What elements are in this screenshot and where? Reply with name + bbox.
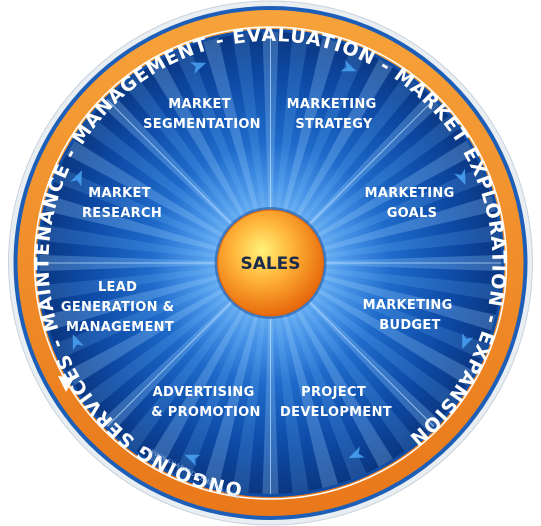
arrow-icon — [348, 446, 365, 459]
arrow-icon — [462, 332, 474, 350]
center-label: SALES — [240, 254, 300, 274]
segment-dividers — [39, 32, 502, 494]
segment-marketing-budget: MARKETING BUDGET — [363, 298, 458, 333]
inner-white-line — [33, 26, 508, 500]
segment-marketing-goals: MARKETING GOALS — [365, 186, 460, 221]
arrow-icon — [340, 60, 357, 72]
ring-arrow-icon — [58, 376, 74, 392]
segment-lead-generation: LEAD GENERATION & MANAGEMENT — [61, 280, 179, 335]
arrow-icon — [72, 334, 84, 351]
cycle-arrows — [70, 60, 474, 466]
segment-divider — [309, 301, 435, 427]
segment-market-segmentation: MARKET SEGMENTATION — [143, 97, 261, 132]
segment-divider — [309, 99, 435, 225]
segment-market-research: MARKET RESEARCH — [82, 186, 162, 221]
arrow-icon — [70, 170, 82, 187]
segment-labels: MARKET SEGMENTATION MARKETING STRATEGY M… — [61, 97, 460, 420]
segment-advertising-promotion: ADVERTISING & PROMOTION — [151, 385, 260, 420]
segment-divider — [106, 99, 232, 225]
arrow-icon — [454, 168, 466, 185]
arrow-icon — [190, 62, 207, 74]
arrow-icon — [184, 454, 201, 466]
segment-divider — [106, 301, 232, 427]
center-circle — [217, 209, 324, 317]
segment-marketing-strategy: MARKETING STRATEGY — [287, 97, 382, 132]
segment-project-development: PROJECT DEVELOPMENT — [280, 385, 392, 420]
